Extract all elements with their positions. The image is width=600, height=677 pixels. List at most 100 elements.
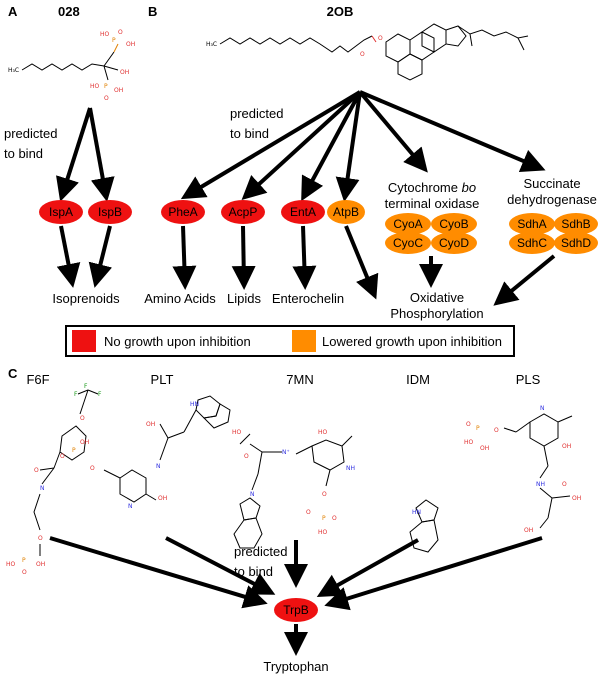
svg-text:TrpB: TrpB — [283, 603, 309, 617]
svg-text:OH: OH — [158, 495, 167, 502]
svg-text:O: O — [104, 95, 109, 102]
svg-text:O: O — [306, 509, 311, 516]
svg-text:O: O — [22, 569, 27, 576]
legend-lowered-growth: Lowered growth upon inhibition — [322, 334, 502, 349]
svg-text:SdhC: SdhC — [517, 236, 547, 250]
legend-no-growth: No growth upon inhibition — [104, 334, 251, 349]
sdh-title-line2: dehydrogenase — [507, 192, 597, 207]
arrow-2ob-enta — [301, 91, 362, 202]
svg-text:HN: HN — [412, 509, 421, 516]
molecule-pls: N OH O P O HO OH NH OH O OH — [464, 405, 581, 534]
node-acpp: AcpP — [221, 200, 265, 224]
svg-text:N: N — [540, 405, 545, 412]
arrow-2ob-sdh — [359, 90, 546, 173]
svg-text:CyoD: CyoD — [439, 236, 469, 250]
svg-text:OH: OH — [480, 445, 489, 452]
node-trpb: TrpB — [274, 598, 318, 622]
svg-text:HN: HN — [190, 401, 199, 408]
svg-text:N: N — [128, 503, 133, 510]
molecule-7mn: HO O N⁺ N HO NH O O P O HO — [232, 429, 355, 549]
node-atpb: AtpB — [327, 200, 365, 224]
svg-text:N: N — [156, 463, 161, 470]
molecule-2ob: H₃C O O — [206, 23, 529, 81]
output-enterochelin: Enterochelin — [272, 291, 344, 306]
svg-text:O: O — [38, 535, 43, 542]
svg-text:OH: OH — [524, 527, 533, 534]
node-sdha: SdhA — [509, 213, 555, 235]
svg-text:AtpB: AtpB — [333, 205, 359, 219]
predicted-b-line2: to bind — [230, 126, 269, 141]
predicted-c-line1: predicted — [234, 544, 287, 559]
svg-text:CyoA: CyoA — [393, 217, 422, 231]
svg-text:O: O — [360, 51, 365, 58]
cyo-title-line1: Cytochrome bo — [388, 180, 476, 195]
svg-text:O: O — [332, 515, 337, 522]
arrow-2ob-cyo — [358, 90, 428, 173]
compound-f6f-name: F6F — [26, 372, 49, 387]
svg-text:PheA: PheA — [168, 205, 197, 219]
arrow-phea-aminoacids — [172, 225, 197, 290]
output-isoprenoids: Isoprenoids — [52, 291, 120, 306]
svg-text:HO: HO — [6, 561, 16, 568]
output-oxphos-line2: Phosphorylation — [390, 306, 483, 321]
node-ispa: IspA — [39, 200, 83, 224]
svg-text:OH: OH — [146, 421, 155, 428]
svg-text:OH: OH — [80, 439, 89, 446]
sdh-title-line1: Succinate — [523, 176, 580, 191]
node-sdhd: SdhD — [554, 232, 598, 254]
node-sdhb: SdhB — [554, 213, 598, 235]
svg-text:O: O — [34, 467, 39, 474]
node-cyoa: CyoA — [385, 213, 431, 235]
molecule-idm: HN — [409, 499, 439, 553]
molecule-028: H₃C P HO O OH OH P HO OH O — [8, 29, 135, 102]
svg-text:NH: NH — [346, 465, 355, 472]
svg-text:H₃C: H₃C — [206, 41, 217, 48]
svg-text:N⁺: N⁺ — [282, 449, 290, 456]
svg-text:O: O — [118, 29, 123, 36]
node-sdhc: SdhC — [509, 232, 555, 254]
output-lipids: Lipids — [227, 291, 261, 306]
panel-a-label: A — [8, 4, 18, 19]
svg-text:HO: HO — [318, 429, 328, 436]
svg-text:P: P — [72, 447, 76, 454]
svg-text:O: O — [244, 453, 249, 460]
svg-text:H₃C: H₃C — [8, 67, 19, 74]
svg-text:P: P — [104, 83, 108, 90]
arrow-2ob-phea — [180, 90, 362, 200]
arrow-ispb-isoprenoids — [88, 225, 113, 288]
svg-text:O: O — [90, 465, 95, 472]
svg-text:OH: OH — [562, 443, 571, 450]
svg-text:P: P — [22, 557, 26, 564]
compound-2ob-name: 2OB — [327, 4, 354, 19]
compound-pls-name: PLS — [516, 372, 541, 387]
svg-text:P: P — [476, 425, 480, 432]
node-enta: EntA — [281, 200, 325, 224]
arrow-pls-trpb — [324, 536, 543, 611]
arrow-028-ispb — [88, 107, 115, 202]
svg-text:CyoB: CyoB — [439, 217, 468, 231]
svg-text:F: F — [84, 383, 88, 390]
svg-text:IspB: IspB — [98, 205, 122, 219]
svg-text:IspA: IspA — [49, 205, 73, 219]
output-amino-acids: Amino Acids — [144, 291, 216, 306]
arrow-ispa-isoprenoids — [56, 225, 81, 288]
svg-text:NH: NH — [536, 481, 545, 488]
svg-text:O: O — [562, 481, 567, 488]
arrow-atpb-oxphos — [344, 225, 379, 300]
svg-text:EntA: EntA — [290, 205, 316, 219]
svg-text:OH: OH — [36, 561, 45, 568]
arrow-idm-trpb — [316, 538, 419, 597]
arrow-2ob-atpb — [335, 91, 362, 202]
svg-text:O: O — [494, 427, 499, 434]
arrow-f6f-trpb — [49, 536, 268, 609]
molecule-plt: HN OH N N OH O P OH O — [60, 395, 231, 510]
svg-text:N: N — [40, 485, 45, 492]
svg-text:F: F — [98, 391, 102, 398]
output-oxphos-line1: Oxidative — [410, 290, 464, 305]
output-tryptophan: Tryptophan — [263, 659, 328, 674]
legend-swatch-lowered-growth — [292, 330, 316, 352]
predicted-b-line1: predicted — [230, 106, 283, 121]
node-ispb: IspB — [88, 200, 132, 224]
svg-text:O: O — [466, 421, 471, 428]
